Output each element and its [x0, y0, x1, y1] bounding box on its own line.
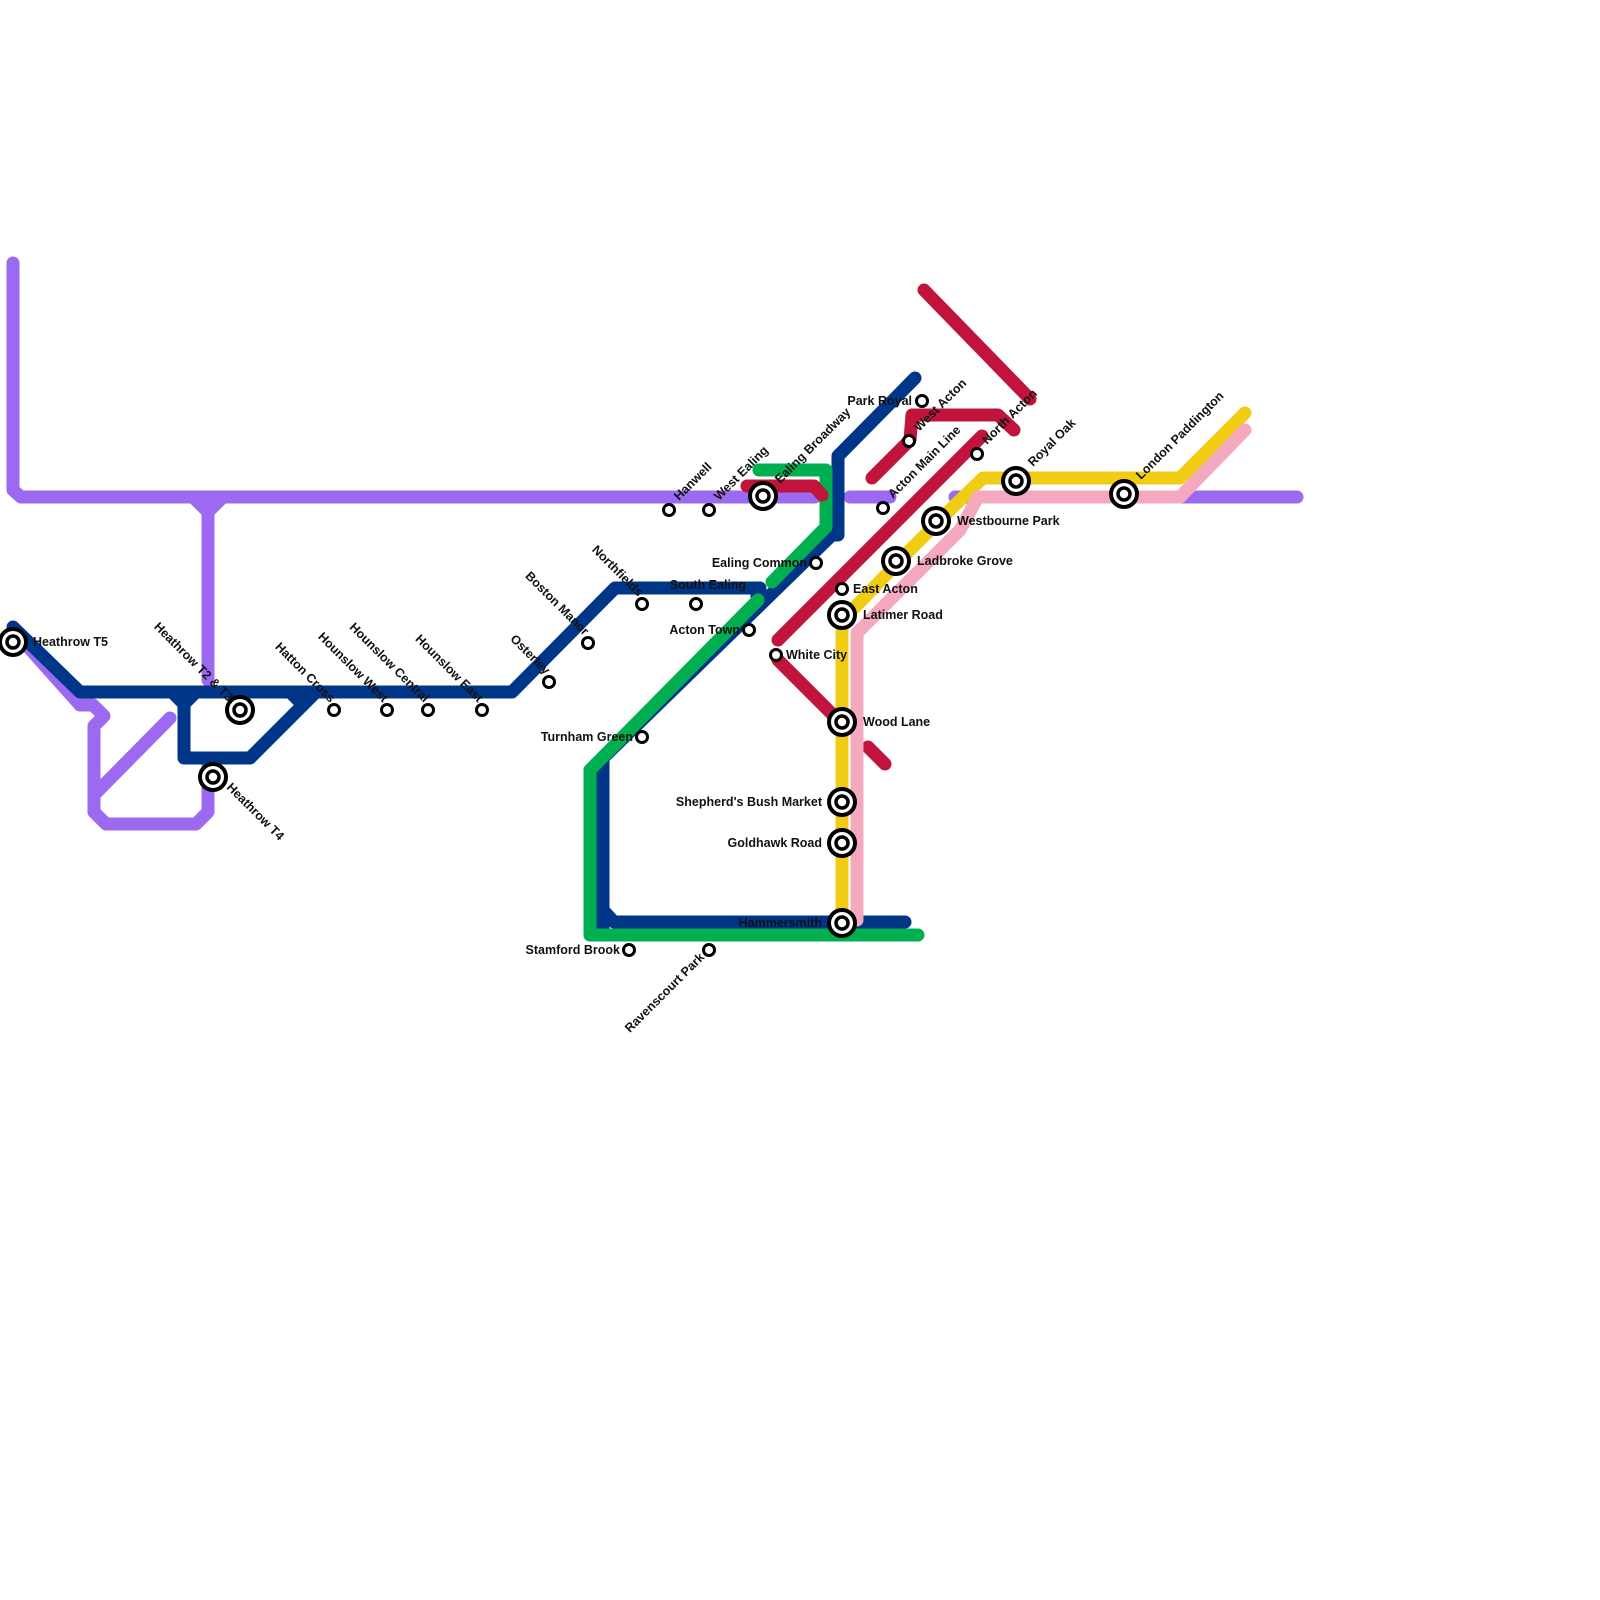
interchange-marker-inner	[834, 915, 850, 931]
station-latimer-road[interactable]: Latimer Road	[827, 600, 943, 630]
station-hammersmith[interactable]: Hammersmith	[739, 908, 857, 938]
interchange-marker-inner	[928, 513, 944, 529]
interchange-marker-inner	[834, 794, 850, 810]
station-marker	[876, 501, 890, 515]
station-label: Park Royal	[847, 394, 912, 408]
station-label: Stamford Brook	[526, 943, 621, 957]
station-white-city[interactable]: White City	[769, 648, 848, 662]
piccadilly-segment	[283, 685, 310, 712]
central-segment	[771, 429, 989, 647]
lines-layer	[6, 256, 1304, 942]
station-label: Latimer Road	[863, 608, 943, 622]
district-segment	[583, 593, 765, 942]
interchange-marker-inner	[834, 607, 850, 623]
piccadilly-segment	[6, 581, 767, 699]
station-label: Acton Town	[669, 623, 740, 637]
station-marker	[689, 597, 703, 611]
central-segment	[865, 408, 1021, 485]
station-label: Ealing Common	[712, 556, 807, 570]
central-segment	[861, 740, 892, 771]
hammersmith-city-segment	[850, 423, 1252, 927]
station-marker	[380, 703, 394, 717]
station-label: South Ealing	[670, 578, 746, 592]
station-marker	[475, 703, 489, 717]
station-south-ealing[interactable]: South Ealing	[670, 578, 746, 611]
station-westbourne-park[interactable]: Westbourne Park	[921, 506, 1060, 536]
interchange-marker-inner	[834, 835, 850, 851]
station-label: Royal Oak	[1025, 416, 1078, 469]
interchange-marker-inner	[1008, 473, 1024, 489]
station-label: Goldhawk Road	[728, 836, 822, 850]
station-marker	[421, 703, 435, 717]
station-marker	[662, 503, 676, 517]
station-marker	[702, 503, 716, 517]
station-marker	[970, 447, 984, 461]
interchange-marker-inner	[834, 714, 850, 730]
interchange-marker-inner	[1116, 486, 1132, 502]
station-label: White City	[786, 648, 847, 662]
station-marker	[809, 556, 823, 570]
interchange-marker-inner	[755, 488, 771, 504]
interchange-marker-inner	[5, 634, 21, 650]
elizabeth-segment	[6, 256, 822, 504]
station-park-royal[interactable]: Park Royal	[847, 394, 929, 408]
station-marker	[622, 943, 636, 957]
station-goldhawk-road[interactable]: Goldhawk Road	[728, 828, 857, 858]
station-acton-town[interactable]: Acton Town	[669, 623, 756, 637]
interchange-marker-inner	[232, 702, 248, 718]
station-label: East Acton	[853, 582, 918, 596]
station-heathrow-t5[interactable]: Heathrow T5	[0, 627, 108, 657]
station-marker	[702, 943, 716, 957]
station-shepherds-bush-market[interactable]: Shepherd's Bush Market	[676, 787, 857, 817]
district-line	[583, 463, 925, 942]
station-ravenscourt-park[interactable]: Ravenscourt Park	[622, 943, 716, 1036]
elizabeth-segment	[6, 623, 215, 831]
piccadilly-segment	[177, 685, 203, 711]
station-east-acton[interactable]: East Acton	[835, 582, 918, 596]
station-label: Hammersmith	[739, 916, 822, 930]
station-label: Shepherd's Bush Market	[676, 795, 823, 809]
station-marker	[635, 597, 649, 611]
station-label: Westbourne Park	[957, 514, 1060, 528]
hammersmith-city-line	[850, 423, 1252, 927]
station-label: Boston Manor	[522, 569, 591, 638]
piccadilly-segment	[596, 371, 922, 942]
elizabeth-segment	[87, 711, 177, 802]
station-ladbroke-grove[interactable]: Ladbroke Grove	[881, 546, 1013, 576]
station-label: Turnham Green	[541, 730, 633, 744]
central-segment	[771, 653, 840, 722]
station-wood-lane[interactable]: Wood Lane	[827, 707, 930, 737]
piccadilly-segment	[596, 903, 912, 929]
elizabeth-line	[6, 256, 1304, 831]
station-marker	[327, 703, 341, 717]
station-turnham-green[interactable]: Turnham Green	[541, 730, 649, 744]
station-label: Wood Lane	[863, 715, 930, 729]
station-label: Heathrow T4	[224, 780, 287, 843]
station-marker	[742, 623, 756, 637]
station-marker	[835, 582, 849, 596]
station-marker	[915, 394, 929, 408]
piccadilly-line	[6, 371, 922, 942]
interchange-marker-inner	[888, 553, 904, 569]
station-marker	[902, 434, 916, 448]
station-label: Ravenscourt Park	[622, 950, 707, 1035]
station-marker	[635, 730, 649, 744]
station-marker	[769, 648, 783, 662]
station-stamford-brook[interactable]: Stamford Brook	[526, 943, 636, 957]
central-segment	[917, 283, 1037, 406]
station-label: Heathrow T5	[33, 635, 108, 649]
station-marker	[542, 675, 556, 689]
station-label: Ladbroke Grove	[917, 554, 1013, 568]
station-marker	[581, 636, 595, 650]
interchange-marker-inner	[205, 769, 221, 785]
station-ealing-common[interactable]: Ealing Common	[712, 556, 823, 570]
station-north-acton[interactable]: North Acton	[970, 386, 1040, 461]
central-line	[740, 283, 1037, 771]
elizabeth-segment	[201, 490, 230, 519]
